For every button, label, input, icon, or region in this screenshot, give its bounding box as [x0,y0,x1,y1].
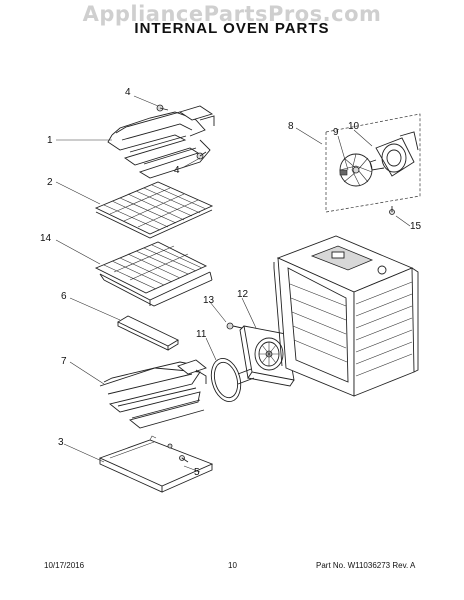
motor-screw [389,206,395,215]
fan-motor-kit [325,113,421,213]
callout-12: 12 [237,289,249,300]
watermark: AppliancePartsPros.com [82,2,382,26]
callout-2: 2 [47,177,53,188]
callout-11: 11 [196,329,207,340]
callout-4-lower: 4 [174,165,180,176]
callout-8: 8 [288,121,294,132]
screw-lower [196,151,207,160]
callout-4-top: 4 [125,87,131,98]
callout-10: 10 [348,121,360,132]
callout-15: 15 [410,221,422,232]
rack-trim [117,315,179,351]
screw-top [156,104,169,112]
callout-9: 9 [333,127,339,138]
convection-fan-cover [239,325,295,387]
callout-14: 14 [40,233,52,244]
callout-13: 13 [203,295,215,306]
footer-date: 10/17/2016 [44,561,85,570]
leader-lines [55,95,411,473]
oven-rack [94,181,214,239]
callout-3: 3 [58,437,64,448]
bake-element [99,359,207,429]
footer-part-number: Part No. W11036273 Rev. A [316,561,416,570]
bottom-panel [98,435,214,493]
fan-motor [369,131,419,177]
oven-cavity [273,235,419,397]
rolling-rack [94,241,213,307]
callout-7: 7 [61,356,67,367]
callout-6: 6 [61,291,67,302]
page-title: INTERNAL OVEN PARTS [134,20,330,37]
callout-5: 5 [194,467,200,478]
fan-cover-screw [226,322,243,330]
broil-element [107,105,215,179]
footer-page-number: 10 [228,561,237,570]
callout-1: 1 [47,135,53,146]
